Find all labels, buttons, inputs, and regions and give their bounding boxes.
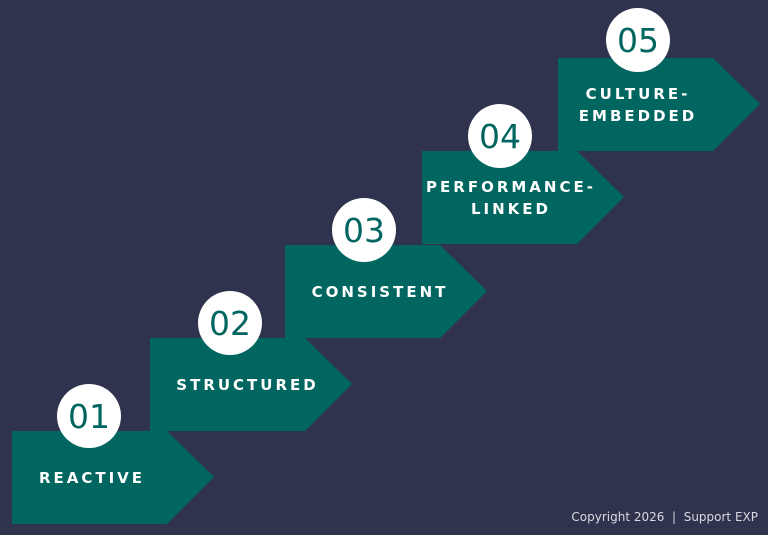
step-2-arrow bbox=[150, 338, 352, 431]
copyright-footer: Copyright 2026 | Support EXP bbox=[571, 510, 758, 524]
step-3: CONSISTENT bbox=[285, 245, 487, 338]
step-2: STRUCTURED bbox=[150, 338, 352, 431]
step-1-arrow bbox=[12, 431, 214, 524]
step-1-label: REACTIVE bbox=[38, 468, 146, 487]
step-5-number: 05 bbox=[606, 8, 670, 72]
step-5-label: CULTURE- EMBEDDED bbox=[578, 84, 698, 125]
step-4-number: 04 bbox=[468, 104, 532, 168]
step-2-number: 02 bbox=[198, 291, 262, 355]
step-3-arrow bbox=[285, 245, 487, 338]
step-3-label: CONSISTENT bbox=[311, 282, 449, 301]
step-3-number: 03 bbox=[332, 198, 396, 262]
step-1: REACTIVE bbox=[12, 431, 214, 524]
step-5: CULTURE- EMBEDDED bbox=[558, 58, 760, 151]
step-4: PERFORMANCE- LINKED bbox=[422, 151, 624, 244]
step-2-label: STRUCTURED bbox=[176, 375, 319, 394]
step-4-label: PERFORMANCE- LINKED bbox=[426, 177, 596, 218]
step-1-number: 01 bbox=[57, 384, 121, 448]
step-5-arrow bbox=[558, 58, 760, 151]
step-4-arrow bbox=[422, 151, 624, 244]
